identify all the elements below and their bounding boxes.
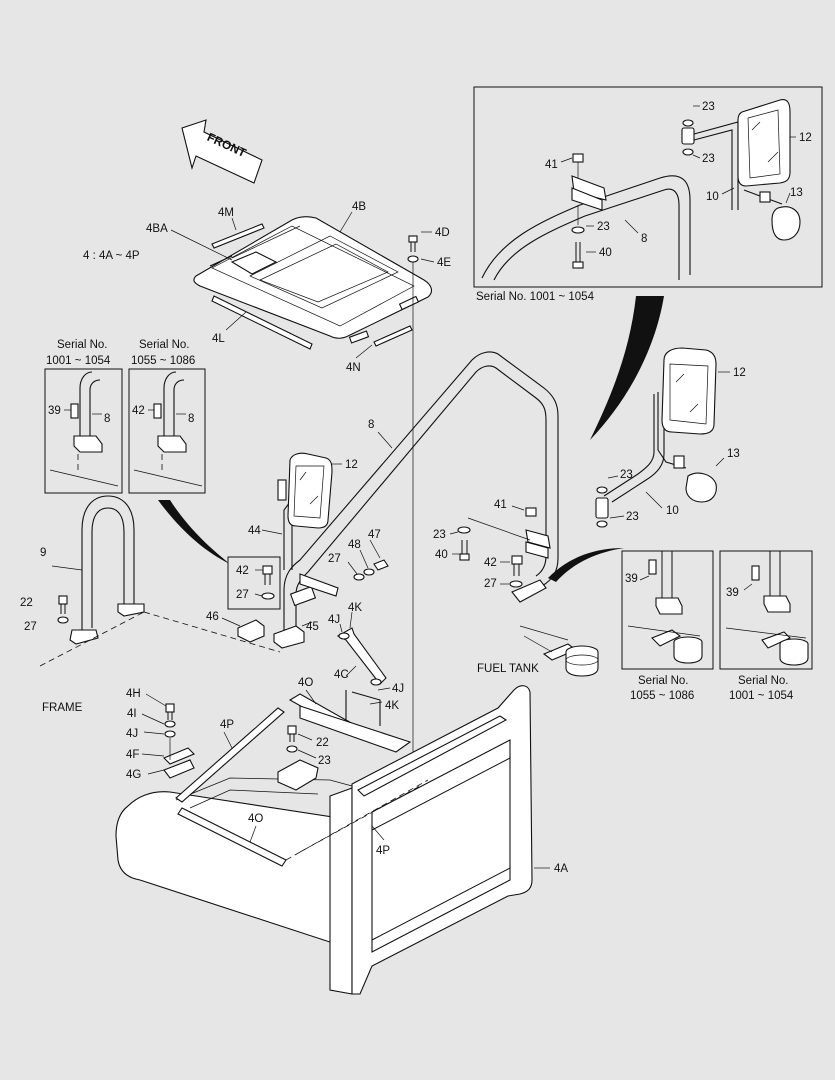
label-4H: 4H <box>126 688 141 700</box>
front-direction-arrow: FRONT <box>181 119 263 184</box>
hardware-47-48: 27 48 47 <box>328 529 389 581</box>
label-4P: 4P <box>220 719 234 731</box>
label-4B: 4B <box>352 201 366 213</box>
inset-right-a: 39 Serial No. 1055 ~ 1086 <box>621 550 714 702</box>
inset-right-b: 39 Serial No. 1001 ~ 1054 <box>719 550 813 702</box>
label-4G: 4G <box>126 769 141 781</box>
group-note: 4 : 4A ~ 4P <box>83 250 140 262</box>
label-4A: 4A <box>554 863 568 875</box>
label-12: 12 <box>799 132 812 144</box>
inset-right-a-serial: 1055 ~ 1086 <box>630 690 694 702</box>
label-42: 42 <box>236 565 249 577</box>
label-27: 27 <box>484 578 497 590</box>
label-41: 41 <box>494 499 507 511</box>
roof-assembly: 4BA 4M 4B 4D 4E 4L 4N 4 : 4A ~ 4P <box>83 201 451 780</box>
clamp-assembly: 42 27 46 45 <box>206 556 339 649</box>
label-39: 39 <box>726 587 739 599</box>
label-4D: 4D <box>435 227 450 239</box>
label-22: 22 <box>316 737 329 749</box>
label-10: 10 <box>666 505 679 517</box>
label-13: 13 <box>727 448 740 460</box>
label-23: 23 <box>620 469 633 481</box>
cab-frame-4A: 4H 4I 4J 4F 4G 22 23 4O 4P 4O 4P 4A <box>115 677 568 995</box>
label-23: 23 <box>597 221 610 233</box>
label-39: 39 <box>625 573 638 585</box>
inset-left-b-title: Serial No. <box>139 339 190 351</box>
label-8: 8 <box>104 413 110 425</box>
inset-left-a: Serial No. 1001 ~ 1054 39 8 <box>44 339 123 494</box>
label-23: 23 <box>433 529 446 541</box>
label-23: 23 <box>702 101 715 113</box>
label-4K: 4K <box>385 700 399 712</box>
label-48: 48 <box>348 539 361 551</box>
inset-right-a-title: Serial No. <box>638 675 689 687</box>
bracket-center: 41 23 40 42 27 <box>433 499 551 590</box>
label-4K: 4K <box>348 602 362 614</box>
label-23: 23 <box>702 153 715 165</box>
mirror-left: 12 44 <box>248 452 358 570</box>
callout-wedge <box>590 296 664 440</box>
frame-label: FRAME <box>42 702 83 714</box>
label-8: 8 <box>188 413 194 425</box>
fuel-tank: FUEL TANK <box>477 625 599 677</box>
label-4P: 4P <box>376 845 390 857</box>
label-40: 40 <box>435 549 448 561</box>
inset-left-a-serial: 1001 ~ 1054 <box>46 355 111 367</box>
label-45: 45 <box>306 621 319 633</box>
inset-left-b-serial: 1055 ~ 1086 <box>131 355 195 367</box>
label-10: 10 <box>706 191 719 203</box>
label-44: 44 <box>248 525 261 537</box>
label-23: 23 <box>626 511 639 523</box>
label-4L: 4L <box>212 333 225 345</box>
mirror-right: 12 13 23 23 10 <box>595 347 746 528</box>
label-4J: 4J <box>392 683 404 695</box>
label-9: 9 <box>40 547 46 559</box>
inset-top-right: 23 23 41 23 40 8 12 10 13 Serial No. 100… <box>473 86 823 303</box>
label-4E: 4E <box>437 257 451 269</box>
label-4J: 4J <box>126 728 138 740</box>
label-12: 12 <box>345 459 358 471</box>
label-4I: 4I <box>127 708 137 720</box>
bar-4C: 4K 4J 4C 4J 4K <box>328 602 404 729</box>
label-47: 47 <box>368 529 381 541</box>
label-42: 42 <box>484 557 497 569</box>
label-12: 12 <box>733 367 746 379</box>
label-27: 27 <box>236 589 249 601</box>
label-42: 42 <box>132 405 145 417</box>
label-46: 46 <box>206 611 219 623</box>
callout-swoosh-left <box>158 500 230 564</box>
label-4C: 4C <box>334 669 349 681</box>
label-4O: 4O <box>298 677 313 689</box>
inset-right-b-title: Serial No. <box>738 675 789 687</box>
label-27: 27 <box>328 553 341 565</box>
handrail-9: 9 22 27 FRAME <box>20 495 281 714</box>
inset-left-b: Serial No. 1055 ~ 1086 42 8 <box>128 339 206 494</box>
label-8: 8 <box>368 419 374 431</box>
inset-left-a-title: Serial No. <box>57 339 108 351</box>
inset-right-b-serial: 1001 ~ 1054 <box>729 690 794 702</box>
label-39: 39 <box>48 405 61 417</box>
label-4J: 4J <box>328 614 340 626</box>
callout-swoosh-right <box>548 548 624 582</box>
label-4N: 4N <box>346 362 361 374</box>
label-8: 8 <box>641 233 647 245</box>
inset-top-serial: Serial No. 1001 ~ 1054 <box>476 291 595 303</box>
label-4M: 4M <box>218 207 234 219</box>
label-4F: 4F <box>126 749 139 761</box>
fuel-tank-label: FUEL TANK <box>477 663 539 675</box>
label-40: 40 <box>599 247 612 259</box>
label-27: 27 <box>24 621 37 633</box>
label-22: 22 <box>20 597 33 609</box>
label-23: 23 <box>318 755 331 767</box>
label-13: 13 <box>790 187 803 199</box>
label-4O: 4O <box>248 813 263 825</box>
label-41: 41 <box>545 159 558 171</box>
label-4BA: 4BA <box>146 223 168 235</box>
